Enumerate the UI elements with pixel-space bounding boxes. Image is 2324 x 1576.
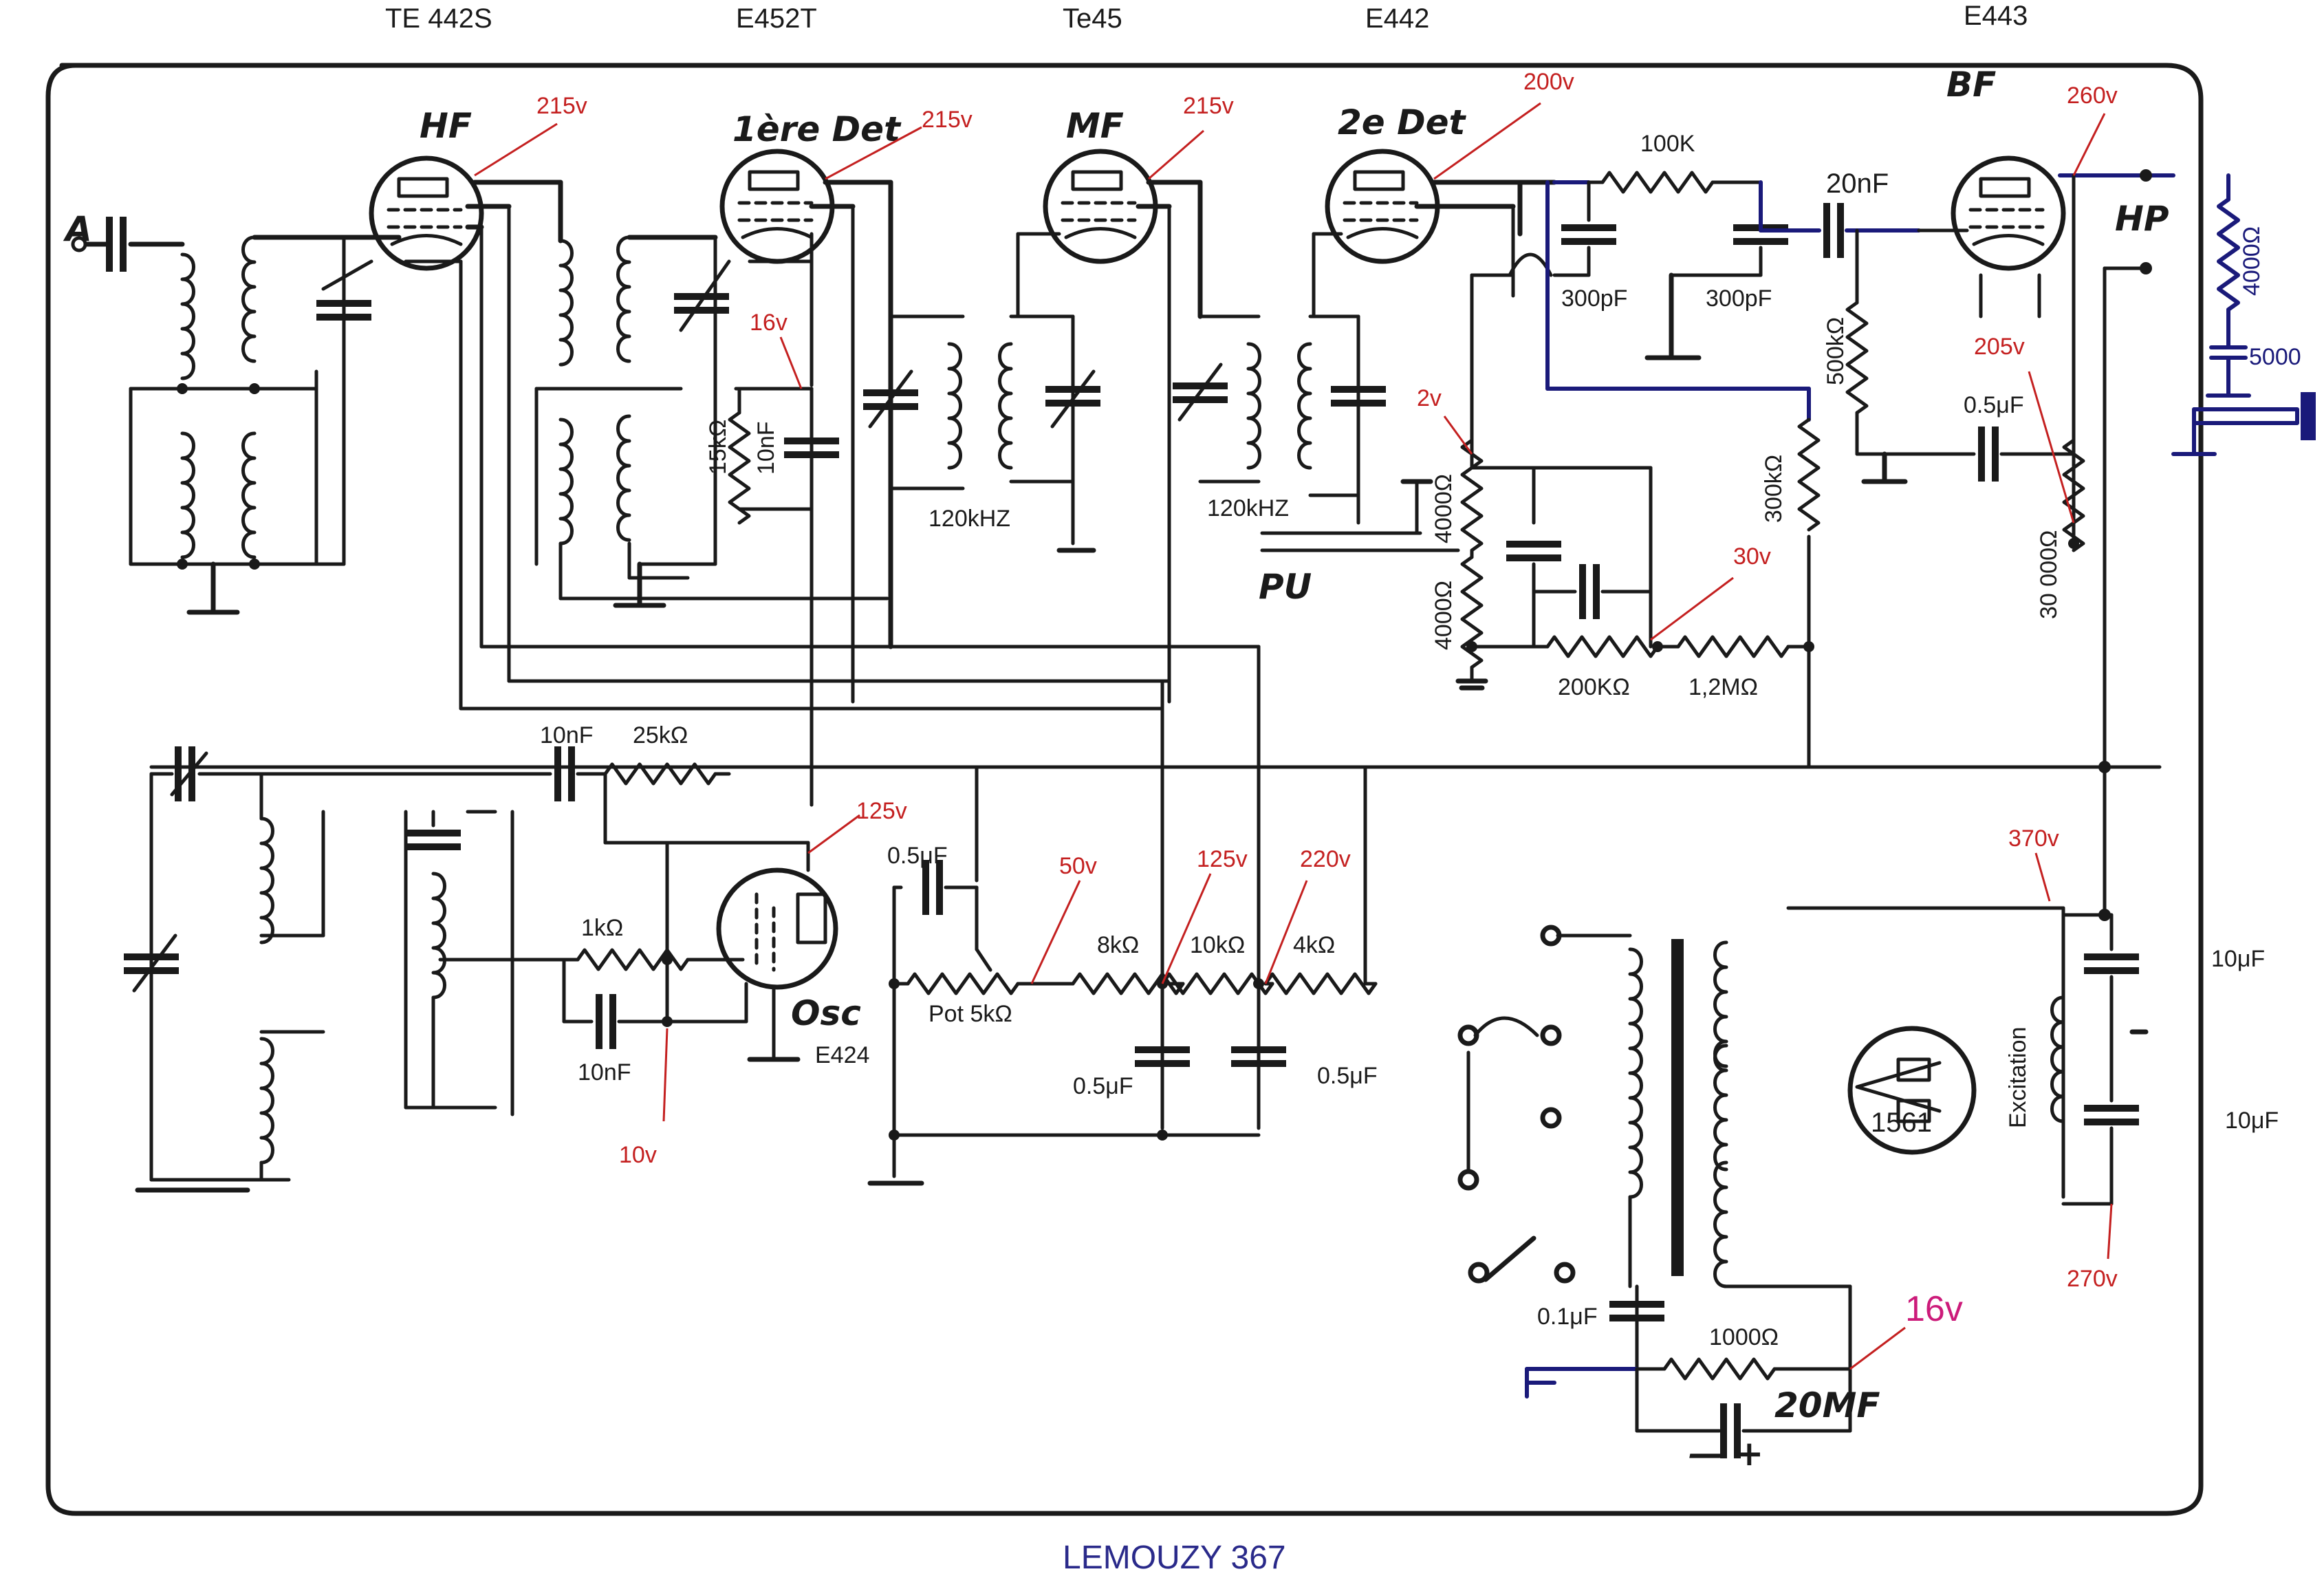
label-25k: 25kΩ (633, 722, 688, 748)
label-10nf-bottom: 10nF (578, 1059, 631, 1086)
voltage-50v: 50v (1059, 853, 1097, 879)
label-1561: 1561 (1871, 1108, 1932, 1138)
voltage-det1: 215v (922, 107, 973, 133)
voltage-16v-supply: 16v (1905, 1289, 1963, 1329)
stage-label-hp: HP (2115, 199, 2169, 239)
label-0-1uf: 0.1μF (1537, 1304, 1598, 1330)
label-polarity: — + (1688, 1434, 1763, 1474)
label-excitation: Excitation (2005, 1027, 2031, 1128)
tube-mf: MF (1016, 106, 1203, 704)
stage-label-pu: PU (1259, 567, 1312, 607)
label-20mf: 20MF (1774, 1385, 1880, 1425)
header-tube-mf: Te45 (1063, 3, 1122, 34)
bias-divider: 0.5μF Pot 5kΩ 8kΩ 10kΩ 4kΩ 0.5μF 0.5μF (867, 843, 1378, 1186)
label-0-5uf-left: 0.5μF (1073, 1073, 1133, 1099)
label-4000-b: 4000Ω (1431, 581, 1457, 650)
label-4000-a: 4000Ω (1431, 474, 1457, 543)
stage-label-bf: BF (1946, 65, 1996, 105)
label-5000: 5000 (2249, 344, 2301, 370)
volume-network: 4000Ω 4000Ω 200KΩ 1,2MΩ (1431, 440, 1814, 700)
diagram-title: LEMOUZY 367 (1063, 1540, 1286, 1576)
voltage-bf: 260v (2067, 83, 2118, 109)
tube-det2: 2e Det (1312, 102, 1557, 470)
label-300pf-1: 300pF (1561, 285, 1627, 312)
header-tube-det1: E452T (736, 3, 817, 34)
voltage-hf: 215v (536, 93, 587, 119)
voltage-10v: 10v (619, 1142, 657, 1168)
voltage-2v: 2v (1417, 385, 1442, 411)
label-20nf: 20nF (1826, 169, 1889, 199)
tube-bf: BF HP (1917, 65, 2175, 769)
stage-label-osc: Osc (791, 993, 861, 1033)
speaker-output: 4000Ω 5000 (2171, 173, 2316, 456)
voltage-det2: 200v (1523, 69, 1574, 95)
hf-transformer (534, 235, 889, 605)
detector-network: 100K 300pF 300pF 20nF 300kΩ (1545, 131, 1921, 769)
label-30000: 30 000Ω (2036, 530, 2062, 619)
voltage-125v-osc: 125v (856, 798, 907, 824)
bf-bias-network: 500kΩ 0.5μF 30 000Ω (1823, 228, 2083, 619)
label-500k: 500kΩ (1823, 317, 1849, 385)
stage-label-hf: HF (420, 106, 472, 146)
label-0-5uf-right: 0.5μF (1317, 1063, 1378, 1089)
label-4k: 4kΩ (1293, 932, 1335, 958)
label-10nf-vertical: 10nF (753, 422, 779, 475)
voltage-mf: 215v (1183, 93, 1234, 119)
label-10uf-top: 10μF (2211, 946, 2265, 972)
label-pot-5k: Pot 5kΩ (928, 1001, 1012, 1027)
voltage-16v-grid: 16v (750, 310, 788, 336)
label-10uf-bottom: 10μF (2225, 1108, 2279, 1134)
label-15k: 15kΩ (705, 420, 731, 475)
header-tube-bf: E443 (1964, 1, 2028, 31)
label-100k: 100K (1640, 131, 1695, 157)
frame-border (45, 63, 2204, 1516)
label-1000: 1000Ω (1709, 1324, 1779, 1350)
label-0-5uf-bf: 0.5μF (1964, 392, 2024, 418)
voltage-125v-div: 125v (1197, 846, 1248, 872)
label-0-5uf-osc: 0.5μF (887, 843, 948, 869)
header-tube-det2: E442 (1365, 3, 1429, 34)
label-10k: 10kΩ (1190, 932, 1245, 958)
label-200k: 200KΩ (1558, 674, 1630, 700)
label-1k: 1kΩ (581, 915, 623, 941)
label-300pf-2: 300pF (1706, 285, 1772, 312)
label-120khz-2: 120kHZ (1207, 495, 1289, 521)
tube-hf: HF (371, 106, 563, 711)
if-transformer-2: 120kHZ (1173, 314, 1386, 525)
if-transformer-1: 120kHZ (863, 314, 1100, 553)
stage-label-det2: 2e Det (1338, 102, 1467, 142)
voltage-callouts: 215v 215v 215v 200v 260v 16v 2v 30v 205v… (474, 69, 2118, 1370)
label-300k: 300kΩ (1761, 455, 1787, 523)
voltage-270v: 270v (2067, 1266, 2118, 1292)
tube-det1: 1ère Det (722, 109, 902, 704)
voltage-220v: 220v (1300, 846, 1351, 872)
label-10nf-top: 10nF (540, 722, 594, 748)
stage-label-mf: MF (1066, 106, 1124, 146)
label-e424: E424 (815, 1042, 869, 1068)
label-8k: 8kΩ (1097, 932, 1139, 958)
stage-label-det1: 1ère Det (732, 109, 902, 149)
voltage-205v: 205v (1974, 334, 2025, 360)
hf-input-section: A (63, 209, 402, 612)
voltage-30v: 30v (1733, 543, 1771, 570)
label-120khz-1: 120kHZ (928, 506, 1010, 532)
oscillator-section: 1kΩ 10nF 10nF 25kΩ Osc E424 (124, 722, 869, 1193)
power-supply: 1561 Excitation 10μF 10μF 0.1μF 1000Ω 20… (1457, 761, 2279, 1474)
pu-input: PU (1259, 479, 1460, 607)
label-4000-blue: 4000Ω (2239, 226, 2265, 296)
voltage-370v: 370v (2008, 825, 2059, 852)
header-tube-hf: TE 442S (385, 3, 492, 34)
label-1-2m: 1,2MΩ (1688, 674, 1758, 700)
